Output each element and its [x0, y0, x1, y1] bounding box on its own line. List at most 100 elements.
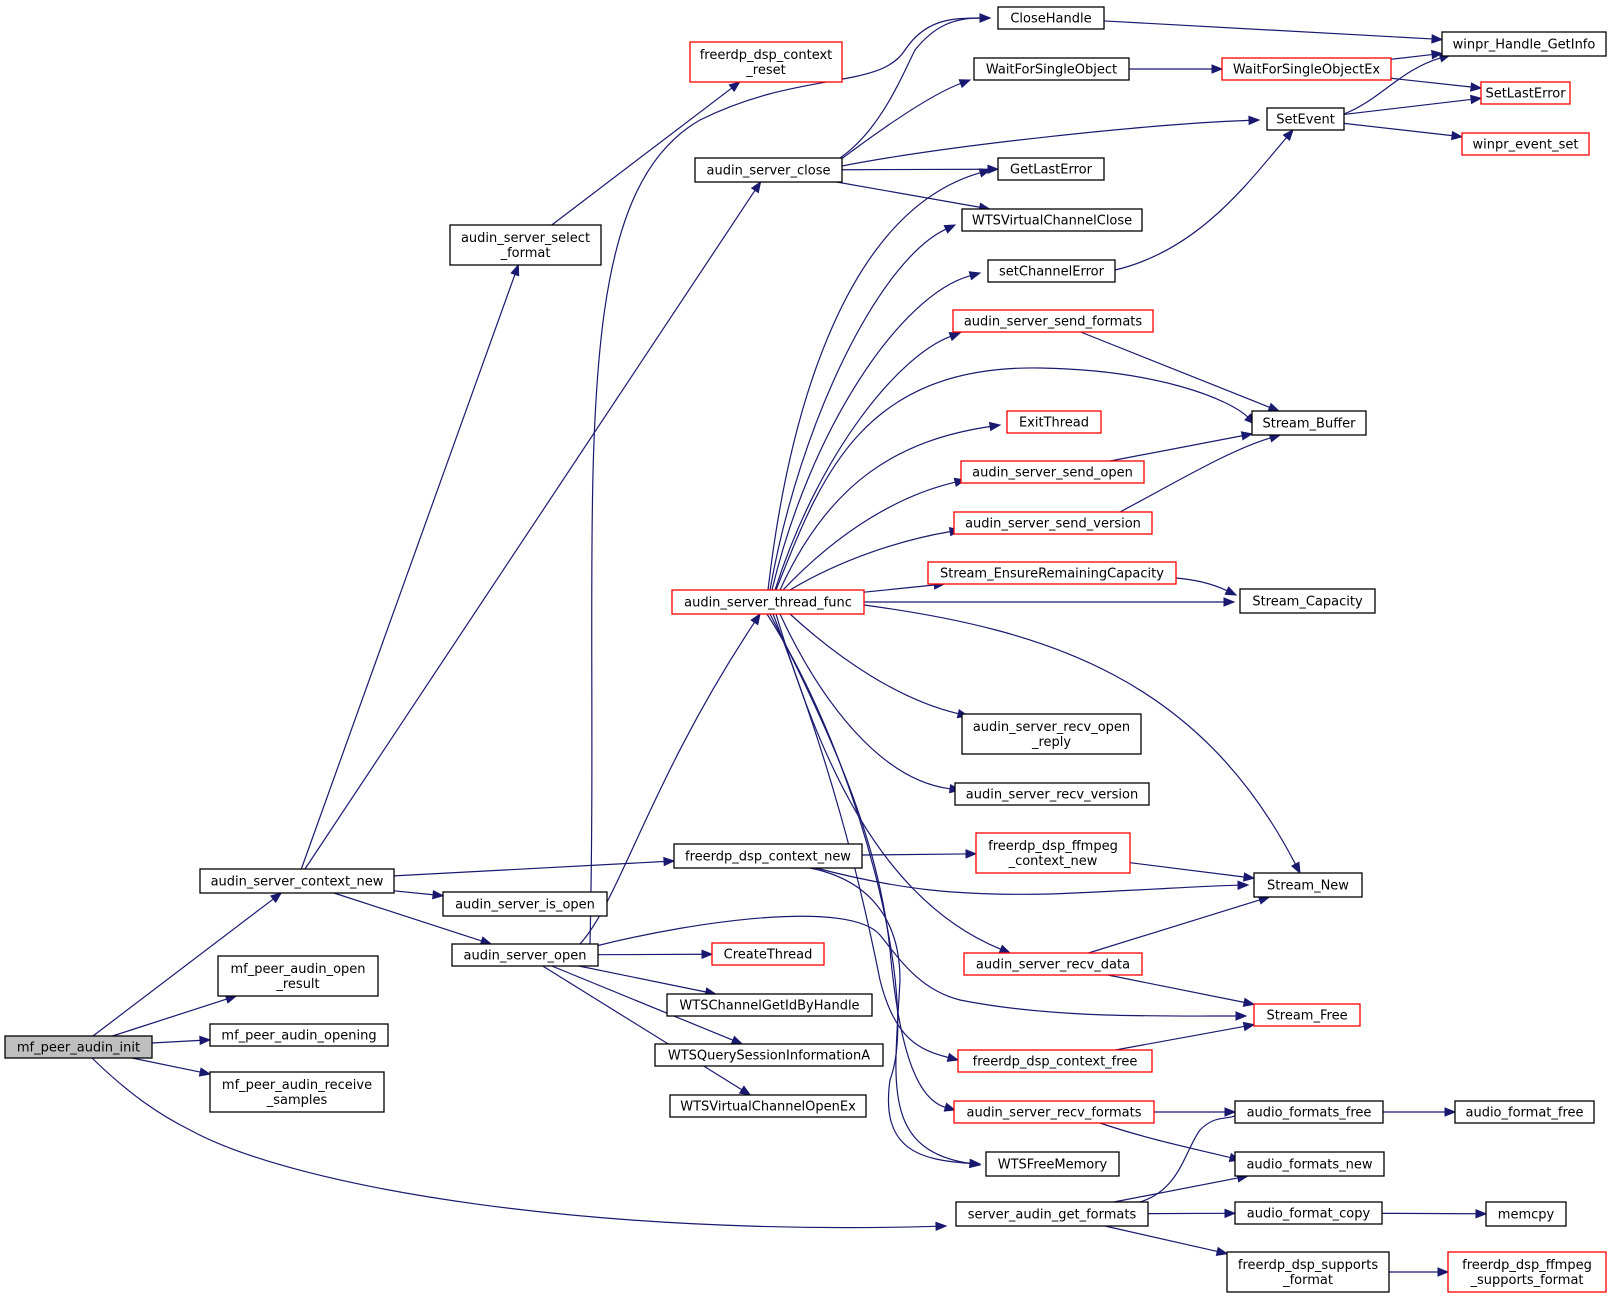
edge-root-to-recvsamp [131, 1057, 212, 1077]
edge-root-to-opening [151, 1035, 212, 1046]
node-afmtfree[interactable]: audio_format_free [1454, 1100, 1595, 1124]
node-acopy[interactable]: audio_format_copy [1234, 1201, 1383, 1225]
node-wait[interactable]: WaitForSingleObject [973, 57, 1130, 81]
node-sopen[interactable]: audin_server_open [451, 943, 599, 967]
node-label: mf_peer_audin_init [17, 1041, 140, 1056]
node-anew[interactable]: audio_formats_new [1234, 1151, 1385, 1177]
node-sendfmts[interactable]: audin_server_send_formats [952, 309, 1154, 333]
edge-waitex-to-setlasterr [1390, 77, 1483, 92]
edge-ctxnew-to-selfmt [300, 263, 520, 870]
edge-ensure-to-scap [1175, 577, 1238, 596]
node-label: WaitForSingleObject [986, 63, 1117, 78]
node-getfmts[interactable]: server_audin_get_formats [955, 1201, 1149, 1227]
node-label: WTSQuerySessionInformationA [668, 1049, 870, 1064]
edge-sclose-to-wtsclose [836, 181, 991, 212]
node-exitthr[interactable]: ExitThread [1006, 410, 1102, 434]
node-ffsupp[interactable]: freerdp_dsp_ffmpeg_supports_format [1447, 1251, 1607, 1293]
node-opening[interactable]: mf_peer_audin_opening [209, 1023, 389, 1047]
node-label: freerdp_dsp_supports [1238, 1258, 1378, 1273]
node-setevent[interactable]: SetEvent [1266, 107, 1345, 131]
node-label: WTSVirtualChannelOpenEx [680, 1100, 856, 1115]
node-afree[interactable]: audio_formats_free [1234, 1100, 1384, 1124]
node-label: audio_format_copy [1247, 1207, 1371, 1222]
node-label: mf_peer_audin_opening [221, 1029, 376, 1044]
node-wtsid[interactable]: WTSChannelGetIdByHandle [666, 993, 873, 1017]
node-dspfree[interactable]: freerdp_dsp_context_free [957, 1049, 1153, 1073]
node-setlasterr[interactable]: SetLastError [1480, 81, 1571, 105]
node-isopen[interactable]: audin_server_is_open [442, 891, 608, 917]
node-recvfmts[interactable]: audin_server_recv_formats [953, 1100, 1155, 1124]
node-label: _reset [745, 63, 785, 78]
node-thread[interactable]: audin_server_thread_func [671, 589, 865, 615]
edge-dspfree-to-sfree [1115, 1021, 1256, 1051]
node-sclose[interactable]: audin_server_close [694, 157, 843, 183]
node-recvsamp[interactable]: mf_peer_audin_receive_samples [209, 1071, 385, 1113]
node-label: CreateThread [724, 948, 813, 963]
node-wtsfree[interactable]: WTSFreeMemory [985, 1151, 1120, 1177]
edge-thread-to-wtsfree [766, 613, 982, 1169]
node-label: freerdp_dsp_context_new [685, 850, 851, 865]
node-dspnew[interactable]: freerdp_dsp_context_new [673, 843, 863, 869]
node-label: _context_new [1008, 854, 1098, 869]
edge-supports-to-ffsupp [1389, 1267, 1450, 1277]
node-wtsclose[interactable]: WTSVirtualChannelClose [961, 208, 1143, 232]
node-label: Stream_EnsureRemainingCapacity [940, 567, 1164, 582]
node-recvdata[interactable]: audin_server_recv_data [963, 952, 1143, 976]
node-memcpy[interactable]: memcpy [1485, 1201, 1567, 1227]
node-sendopen[interactable]: audin_server_send_open [960, 460, 1145, 484]
node-sfree[interactable]: Stream_Free [1253, 1003, 1361, 1027]
edge-selfmt-to-dspreset [551, 81, 741, 226]
node-wtsquery[interactable]: WTSQuerySessionInformationA [654, 1043, 884, 1067]
edge-recvfmts-to-anew [1099, 1122, 1242, 1163]
edge-recvdata-to-sfree [1107, 974, 1256, 1007]
node-dspreset[interactable]: freerdp_dsp_context_reset [689, 41, 843, 83]
node-closeh[interactable]: CloseHandle [997, 6, 1105, 30]
node-label: audin_server_select [461, 231, 590, 246]
node-sbuf[interactable]: Stream_Buffer [1251, 410, 1367, 436]
node-recvopenrep[interactable]: audin_server_recv_open_reply [961, 713, 1142, 755]
node-ctxnew[interactable]: audin_server_context_new [199, 868, 395, 894]
node-label: memcpy [1498, 1208, 1555, 1223]
node-scap[interactable]: Stream_Capacity [1239, 588, 1376, 614]
edge-sendfmts-to-sbuf [1080, 331, 1281, 412]
edge-afree-to-afmtfree [1383, 1107, 1457, 1117]
node-selfmt[interactable]: audin_server_select_format [449, 224, 602, 266]
node-label: freerdp_dsp_context [700, 48, 833, 63]
node-label: winpr_Handle_GetInfo [1453, 38, 1596, 53]
edge-sopen-to-wtsid [578, 965, 718, 997]
node-label: freerdp_dsp_ffmpeg [988, 839, 1118, 854]
edge-thread-to-exitthr [779, 421, 1002, 591]
node-setchan[interactable]: setChannelError [987, 259, 1116, 283]
node-label: WTSVirtualChannelClose [972, 214, 1132, 229]
edge-setevent-to-setlasterr [1343, 94, 1483, 116]
node-getlast[interactable]: GetLastError [997, 157, 1105, 181]
node-waitex[interactable]: WaitForSingleObjectEx [1221, 57, 1392, 81]
edge-thread-to-getlast [767, 168, 992, 591]
node-label: audio_formats_free [1247, 1106, 1372, 1121]
node-root[interactable]: mf_peer_audin_init [4, 1035, 153, 1059]
node-label: audin_server_thread_func [684, 596, 852, 611]
node-ffnew[interactable]: freerdp_dsp_ffmpeg_context_new [975, 832, 1131, 874]
edge-ctxnew-to-dspnew [393, 856, 676, 877]
edge-thread-to-scap [863, 597, 1236, 607]
edge-setchan-to-setevent [1114, 128, 1294, 271]
node-openres[interactable]: mf_peer_audin_open_result [217, 955, 379, 997]
node-supports[interactable]: freerdp_dsp_supports_format [1226, 1251, 1390, 1293]
node-createthr[interactable]: CreateThread [711, 942, 825, 966]
node-wtsopen[interactable]: WTSVirtualChannelOpenEx [669, 1094, 867, 1118]
node-label: WaitForSingleObjectEx [1233, 63, 1381, 78]
node-label: mf_peer_audin_open [230, 962, 365, 977]
node-label: audin_server_open [464, 949, 587, 964]
edge-waitex-to-hinfo [1390, 49, 1444, 60]
node-evset[interactable]: winpr_event_set [1461, 132, 1590, 156]
node-snew[interactable]: Stream_New [1253, 872, 1363, 898]
edge-setevent-to-evset [1343, 122, 1464, 141]
node-sendver[interactable]: audin_server_send_version [953, 511, 1153, 535]
node-label: audin_server_recv_version [966, 788, 1138, 803]
node-recvver[interactable]: audin_server_recv_version [954, 782, 1150, 806]
node-label: WTSChannelGetIdByHandle [679, 999, 859, 1014]
node-hinfo[interactable]: winpr_Handle_GetInfo [1441, 31, 1607, 57]
node-ensure[interactable]: Stream_EnsureRemainingCapacity [927, 561, 1177, 585]
edge-thread-to-dspfree [772, 613, 960, 1062]
